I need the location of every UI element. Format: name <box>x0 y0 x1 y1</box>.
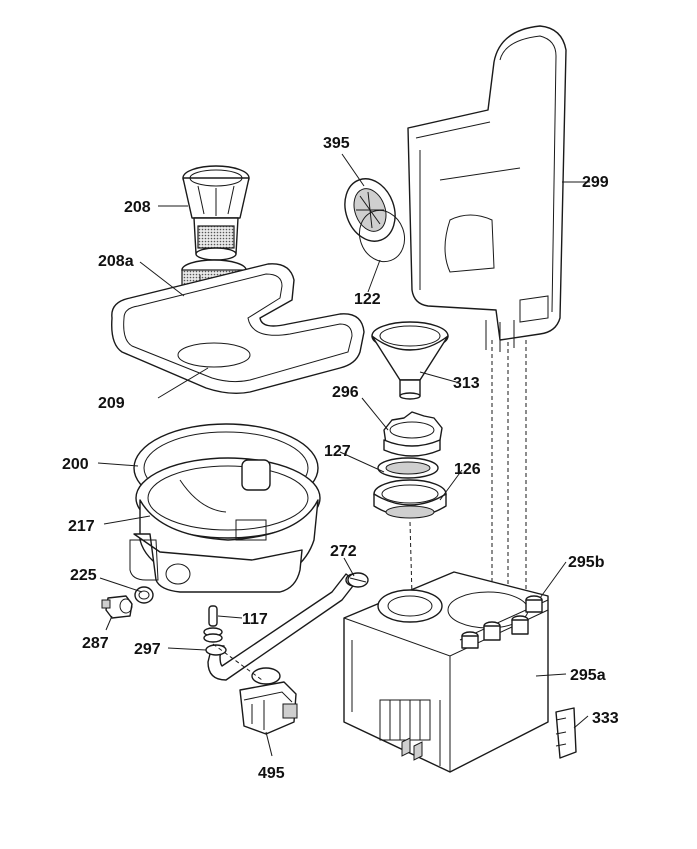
part-395-cap <box>344 178 396 242</box>
part-296-cap <box>383 411 443 457</box>
part-313-funnel <box>371 321 449 400</box>
part-272-clip <box>347 572 369 588</box>
label-299: 299 <box>582 174 609 191</box>
part-295b-fittings <box>461 595 543 649</box>
part-117-clip <box>203 605 223 643</box>
part-209-filter-plate <box>111 263 365 395</box>
label-122: 122 <box>354 291 381 308</box>
label-225: 225 <box>70 567 97 584</box>
label-313: 313 <box>453 375 480 392</box>
label-495: 495 <box>258 765 285 782</box>
label-200: 200 <box>62 456 89 473</box>
part-127-gasket <box>377 457 439 479</box>
label-208: 208 <box>124 199 151 216</box>
label-117: 117 <box>242 611 268 628</box>
part-225-ring <box>134 586 154 604</box>
leader-lines <box>97 153 590 757</box>
label-295a: 295a <box>570 667 606 684</box>
label-209: 209 <box>98 395 125 412</box>
part-287-sensor <box>101 595 133 619</box>
part-200-sump <box>129 423 321 593</box>
part-495-valve <box>239 667 298 735</box>
guide-117-495 <box>212 643 263 681</box>
guide-126-295a <box>409 521 413 597</box>
part-295a-container <box>343 571 549 773</box>
label-127: 127 <box>324 443 351 460</box>
label-295b: 295b <box>568 554 605 571</box>
part-299-tank <box>407 25 567 352</box>
label-272: 272 <box>330 543 357 560</box>
part-126-ring <box>373 479 447 519</box>
label-333: 333 <box>592 710 619 727</box>
label-395: 395 <box>323 135 350 152</box>
label-297: 297 <box>134 641 161 658</box>
label-287: 287 <box>82 635 109 652</box>
label-217: 217 <box>68 518 95 535</box>
part-208-filter <box>182 165 250 261</box>
label-296: 296 <box>332 384 359 401</box>
part-122-seal <box>358 209 406 263</box>
part-333-bracket <box>555 707 577 759</box>
label-126: 126 <box>454 461 481 478</box>
label-208a: 208a <box>98 253 134 270</box>
